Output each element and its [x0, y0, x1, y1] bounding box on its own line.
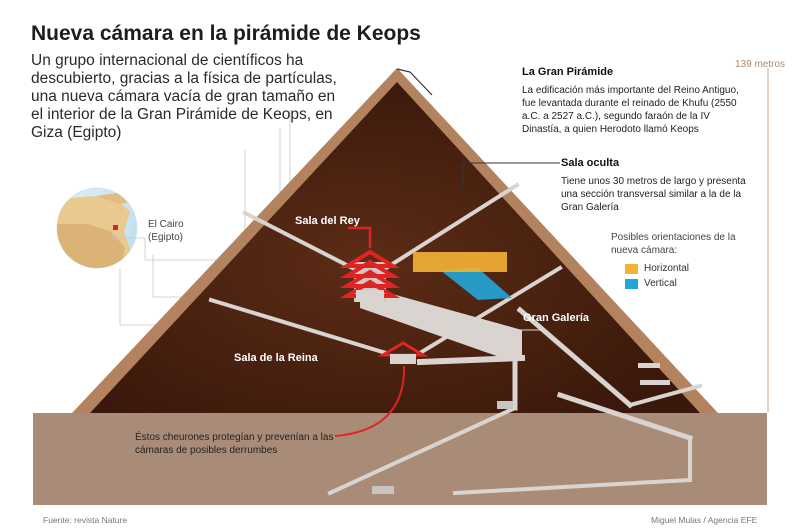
cairo-marker: [113, 225, 118, 230]
queens-chamber: [377, 341, 429, 364]
sala-oculta-text: Tiene unos 30 metros de largo y presenta…: [561, 176, 746, 213]
chevrons-note: Éstos cheurones protegían y prevenían a …: [135, 432, 334, 456]
legend-item-vertical: Vertical: [625, 278, 677, 289]
sala-del-rey-label: Sala del Rey: [295, 215, 360, 227]
legend-swatch-horizontal: [625, 263, 638, 274]
legend-swatch-vertical: [625, 278, 638, 289]
intro-text: Un grupo internacional de científicos ha…: [31, 52, 337, 141]
grand-gallery-shape: [360, 290, 522, 360]
chevron-note-pointer: [334, 365, 406, 437]
hidden-chamber-horizontal: [413, 252, 507, 272]
sala-oculta-callout: Sala oculta Tiene unos 30 metros de larg…: [561, 157, 751, 214]
legend-label-horizontal: Horizontal: [644, 263, 690, 274]
map-label-line2: (Egipto): [148, 232, 184, 243]
map-label: El Cairo (Egipto): [148, 218, 184, 244]
sala-de-la-reina-label: Sala de la Reina: [234, 352, 318, 364]
sala-oculta-title: Sala oculta: [561, 157, 620, 169]
sala-oculta-pointer: [462, 162, 560, 190]
pyramid-interior: [90, 82, 700, 413]
gran-piramide-title: La Gran Pirámide: [522, 66, 614, 78]
source-note: Fuente: revista Nature: [43, 515, 128, 525]
kings-chamber: [339, 249, 401, 302]
legend-label-vertical: Vertical: [644, 278, 677, 289]
gran-galeria-label: Gran Galería: [523, 312, 590, 324]
gran-piramide-text: La edificación más importante del Reino …: [522, 85, 739, 135]
apex-pointer: [396, 68, 433, 96]
gran-piramide-callout: La Gran Pirámide La edificación más impo…: [522, 66, 752, 136]
credit-note: Miguel Mulas / Agencia EFE: [651, 515, 758, 525]
page-title: Nueva cámara en la pirámide de Keops: [31, 22, 421, 45]
legend-item-horizontal: Horizontal: [625, 263, 689, 274]
height-label: 139 metros: [735, 59, 786, 70]
hidden-chamber-vertical: [440, 268, 512, 300]
egypt-globe-map: [56, 187, 138, 269]
legend-title: Posibles orientaciones de la nueva cámar…: [611, 232, 736, 256]
map-label-line1: El Cairo: [148, 219, 184, 230]
